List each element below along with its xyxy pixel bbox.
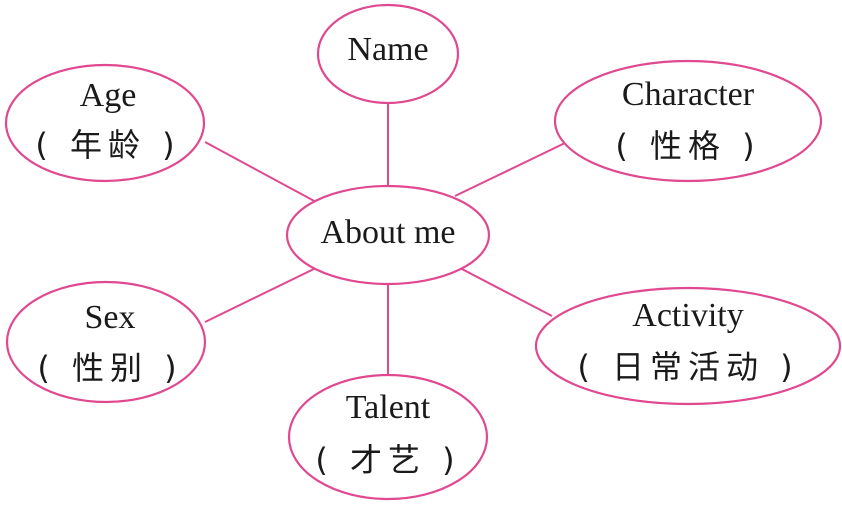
node-sex: Sex ( 性别 ) [5,280,207,404]
node-character-label: Character [622,76,755,113]
node-talent-sublabel: ( 才艺 ) [315,441,460,479]
connector-character [454,142,566,197]
node-character-sublabel: ( 性格 ) [615,127,760,165]
node-activity-sublabel: ( 日常活动 ) [577,348,798,386]
node-character: Character ( 性格 ) [553,59,823,183]
node-sex-ellipse [5,280,207,404]
node-talent: Talent ( 才艺 ) [287,373,489,501]
node-sex-sublabel: ( 性别 ) [37,349,182,387]
node-about-me: About me [285,184,491,286]
node-activity-label: Activity [632,297,743,334]
node-character-ellipse [553,59,823,183]
connector-activity [459,267,553,317]
node-name: Name [316,3,460,105]
node-talent-label: Talent [346,389,431,426]
node-sex-label: Sex [85,299,136,336]
node-about-me-label: About me [320,214,455,251]
node-about-me-ellipse [285,184,491,286]
node-age: Age ( 年龄 ) [4,63,206,183]
node-age-ellipse [4,63,206,183]
node-talent-ellipse [287,373,489,501]
connector-sex [204,266,319,323]
node-age-label: Age [80,77,137,114]
node-age-sublabel: ( 年龄 ) [35,126,180,164]
connectors [204,103,566,380]
node-activity-ellipse [534,286,842,406]
node-activity: Activity ( 日常活动 ) [534,286,842,406]
node-name-ellipse [316,3,460,105]
node-name-label: Name [347,31,428,68]
connector-age [204,141,319,204]
